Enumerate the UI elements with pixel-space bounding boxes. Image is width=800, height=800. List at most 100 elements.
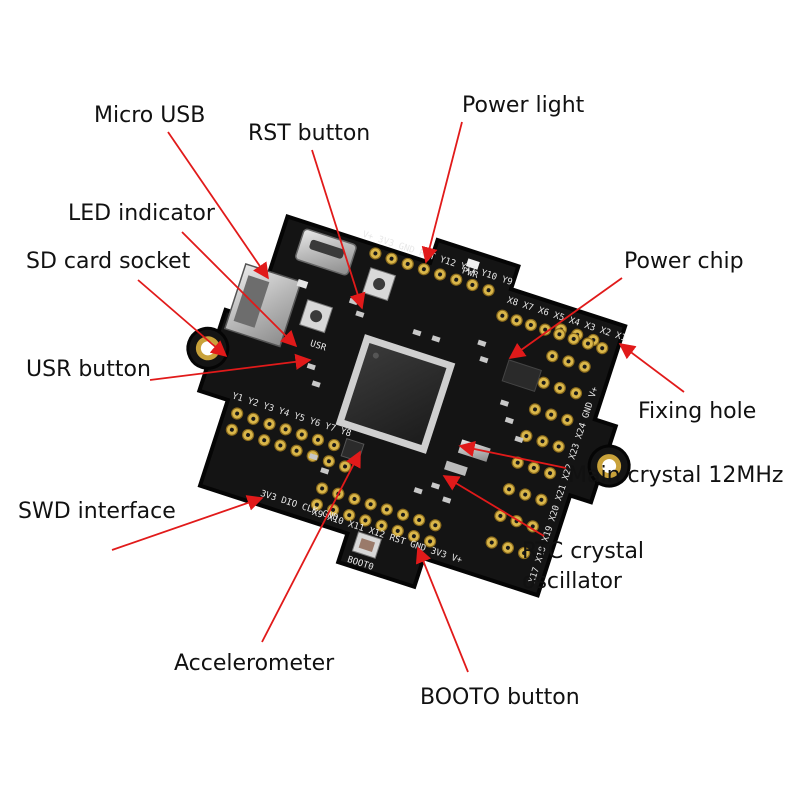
pad-hole <box>352 496 357 501</box>
leader-rst-button <box>311 149 366 310</box>
label-rtc-line2: oscillator <box>522 569 623 594</box>
smd-component <box>413 487 423 495</box>
silk-pwr: PWR <box>461 266 480 281</box>
pad-hole <box>267 422 272 427</box>
smd-component <box>504 416 514 425</box>
pad-hole <box>565 417 570 422</box>
pad-hole <box>411 534 416 539</box>
pad-hole <box>515 460 520 465</box>
label-power-light: Power light <box>462 93 585 118</box>
pad-hole <box>428 539 433 544</box>
pad-hole <box>315 437 320 442</box>
pad-hole <box>433 523 438 528</box>
leader-booto <box>415 546 469 673</box>
power-light-part <box>465 258 480 270</box>
smd-component <box>308 453 319 461</box>
label-main-crystal: Main crystal 12MHz <box>568 463 783 488</box>
rtc-crystal-part <box>444 460 468 477</box>
label-fixing-hole: Fixing hole <box>638 399 756 424</box>
label-booto-button: BOOTO button <box>420 685 580 710</box>
pad-hole <box>283 427 288 432</box>
pad-hole <box>539 497 544 502</box>
pad-hole <box>523 492 528 497</box>
label-rst-button: RST button <box>248 121 370 146</box>
leader-led-indicator <box>181 231 298 348</box>
pad-hole <box>556 444 561 449</box>
pad-hole <box>368 502 373 507</box>
pad-hole <box>528 322 533 327</box>
pad-hole <box>332 443 337 448</box>
label-usr-button: USR button <box>26 357 151 382</box>
pad-hole <box>498 513 503 518</box>
rst-button-part <box>362 267 397 302</box>
pad-hole <box>421 267 426 272</box>
pad-hole <box>550 354 555 359</box>
smd-component <box>355 310 365 318</box>
pad-hole <box>531 465 536 470</box>
label-micro-usb: Micro USB <box>94 103 205 128</box>
pad-hole <box>347 513 352 518</box>
leader-micro-usb <box>167 131 269 280</box>
led-indicator-part <box>296 278 309 289</box>
pad-hole <box>379 523 384 528</box>
pad-hole <box>533 407 538 412</box>
smd-component <box>431 335 441 343</box>
pad-hole <box>489 540 494 545</box>
pad-hole <box>600 346 605 351</box>
pad-hole <box>438 272 443 277</box>
label-rtc-line1: RTC crystal <box>522 539 644 564</box>
smd-component <box>430 482 441 490</box>
pad-hole <box>299 432 304 437</box>
pad-hole <box>262 438 267 443</box>
gpio-pads <box>225 247 609 560</box>
pad-hole <box>235 411 240 416</box>
pad-hole <box>585 341 590 346</box>
pad-hole <box>540 439 545 444</box>
pad-hole <box>405 261 410 266</box>
pad-hole <box>514 318 519 323</box>
pad-hole <box>343 464 348 469</box>
leader-lines <box>111 121 685 673</box>
smd-component <box>442 496 452 504</box>
pad-hole <box>331 507 336 512</box>
usr-button-part <box>299 299 334 334</box>
pad-hole <box>314 502 319 507</box>
callout-labels: Micro USB RST button Power light LED ind… <box>18 93 783 710</box>
pad-hole <box>541 380 546 385</box>
leader-usr-button <box>149 353 312 381</box>
pad-hole <box>573 391 578 396</box>
leader-rtc <box>442 475 545 537</box>
pad-hole <box>500 313 505 318</box>
pad-hole <box>582 364 587 369</box>
pad-hole <box>566 359 571 364</box>
pad-hole <box>549 412 554 417</box>
pad-hole <box>548 471 553 476</box>
smd-component <box>477 339 487 347</box>
pad-hole <box>470 282 475 287</box>
pad-hole <box>524 434 529 439</box>
pad-hole <box>395 528 400 533</box>
pad-hole <box>363 518 368 523</box>
pad-hole <box>320 486 325 491</box>
pad-hole <box>507 487 512 492</box>
leader-fixing-hole <box>618 343 685 393</box>
pad-hole <box>486 288 491 293</box>
smd-component <box>320 467 330 475</box>
smd-component <box>311 380 321 388</box>
pad-hole <box>557 332 562 337</box>
pad-hole <box>454 277 459 282</box>
pad-hole <box>505 545 510 550</box>
pad-hole <box>384 507 389 512</box>
label-led-indicator: LED indicator <box>68 201 216 226</box>
smd-component <box>514 435 524 444</box>
leader-main-crystal <box>458 441 567 469</box>
leader-power-light <box>421 121 463 264</box>
pad-hole <box>373 251 378 256</box>
pad-hole <box>389 256 394 261</box>
pad-hole <box>417 518 422 523</box>
leader-power-chip <box>508 277 623 359</box>
pad-hole <box>294 448 299 453</box>
label-sd-card-socket: SD card socket <box>26 249 191 274</box>
pad-hole <box>543 327 548 332</box>
